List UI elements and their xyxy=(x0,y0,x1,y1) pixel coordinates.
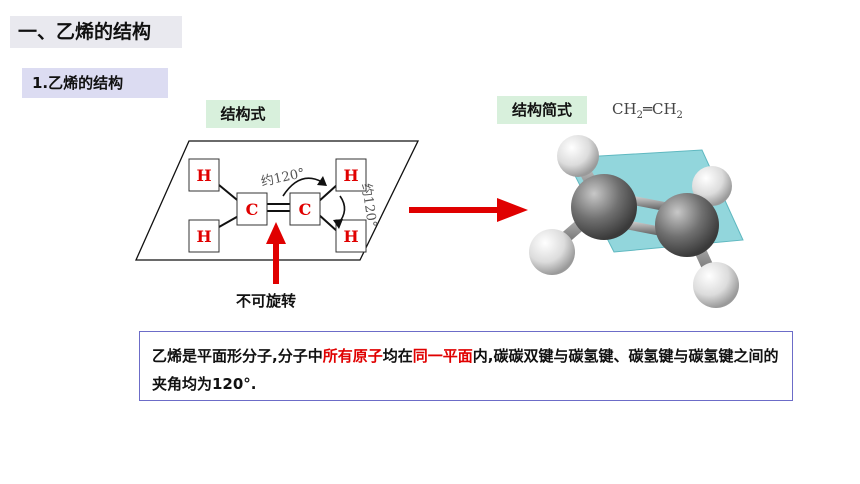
description-text: 均在 xyxy=(382,347,413,365)
angle-arc-arrowhead xyxy=(317,176,327,186)
section-title: 一、乙烯的结构 xyxy=(10,16,182,48)
formula-part-2: CH xyxy=(651,100,677,118)
carbon-atom: C xyxy=(299,200,312,219)
transition-arrowhead xyxy=(497,198,528,222)
simplified-formula-label: 结构简式 xyxy=(497,96,587,124)
ch-bond xyxy=(317,183,339,203)
angle-arc-arrowhead xyxy=(333,219,343,229)
model-carbon xyxy=(655,193,719,257)
atom-box xyxy=(289,192,321,226)
no-rotation-label: 不可旋转 xyxy=(236,292,297,310)
atom-box xyxy=(188,219,220,253)
structural-formula-label: 结构式 xyxy=(206,100,280,128)
hydrogen-atom: H xyxy=(196,227,211,246)
atom-box xyxy=(236,192,268,226)
ch-bond xyxy=(317,213,339,233)
subsection-title: 1.乙烯的结构 xyxy=(22,68,168,98)
angle-label: 约120° xyxy=(260,166,306,190)
model-hydrogen xyxy=(693,262,739,308)
description-text: 内,碳碳双键与碳氢键、碳氢键与碳氢键之间的夹角均为120°. xyxy=(152,347,779,393)
angle-label: 约120° xyxy=(358,182,379,228)
description-highlight: 所有原子 xyxy=(322,347,383,365)
description-box: 乙烯是平面形分子,分子中所有原子均在同一平面内,碳碳双键与碳氢键、碳氢键与碳氢键… xyxy=(139,331,793,401)
angle-arc-arrow xyxy=(282,177,323,197)
formula-part-1: CH xyxy=(612,100,637,118)
atom-box xyxy=(335,158,367,192)
hydrogen-atom: H xyxy=(343,166,358,185)
ethylene-formula: CH2═CH2 xyxy=(612,100,683,121)
hydrogen-atom: H xyxy=(343,227,358,246)
formula-sub-1: 2 xyxy=(636,110,643,121)
model-carbon xyxy=(571,174,637,240)
description-text: 乙烯是平面形分子,分子中 xyxy=(152,347,323,365)
no-rotation-arrowhead xyxy=(266,222,286,244)
formula-double-bond: ═ xyxy=(642,100,652,118)
formula-sub-2: 2 xyxy=(676,110,683,121)
model-hydrogen xyxy=(529,229,575,275)
atom-box xyxy=(188,158,220,192)
molecular-plane xyxy=(134,140,420,261)
hydrogen-atom: H xyxy=(196,166,211,185)
atom-box xyxy=(335,219,367,253)
model-hydrogen xyxy=(692,166,732,206)
description-highlight: 同一平面 xyxy=(412,347,473,365)
carbon-atom: C xyxy=(246,200,259,219)
model-hydrogen xyxy=(557,135,599,177)
